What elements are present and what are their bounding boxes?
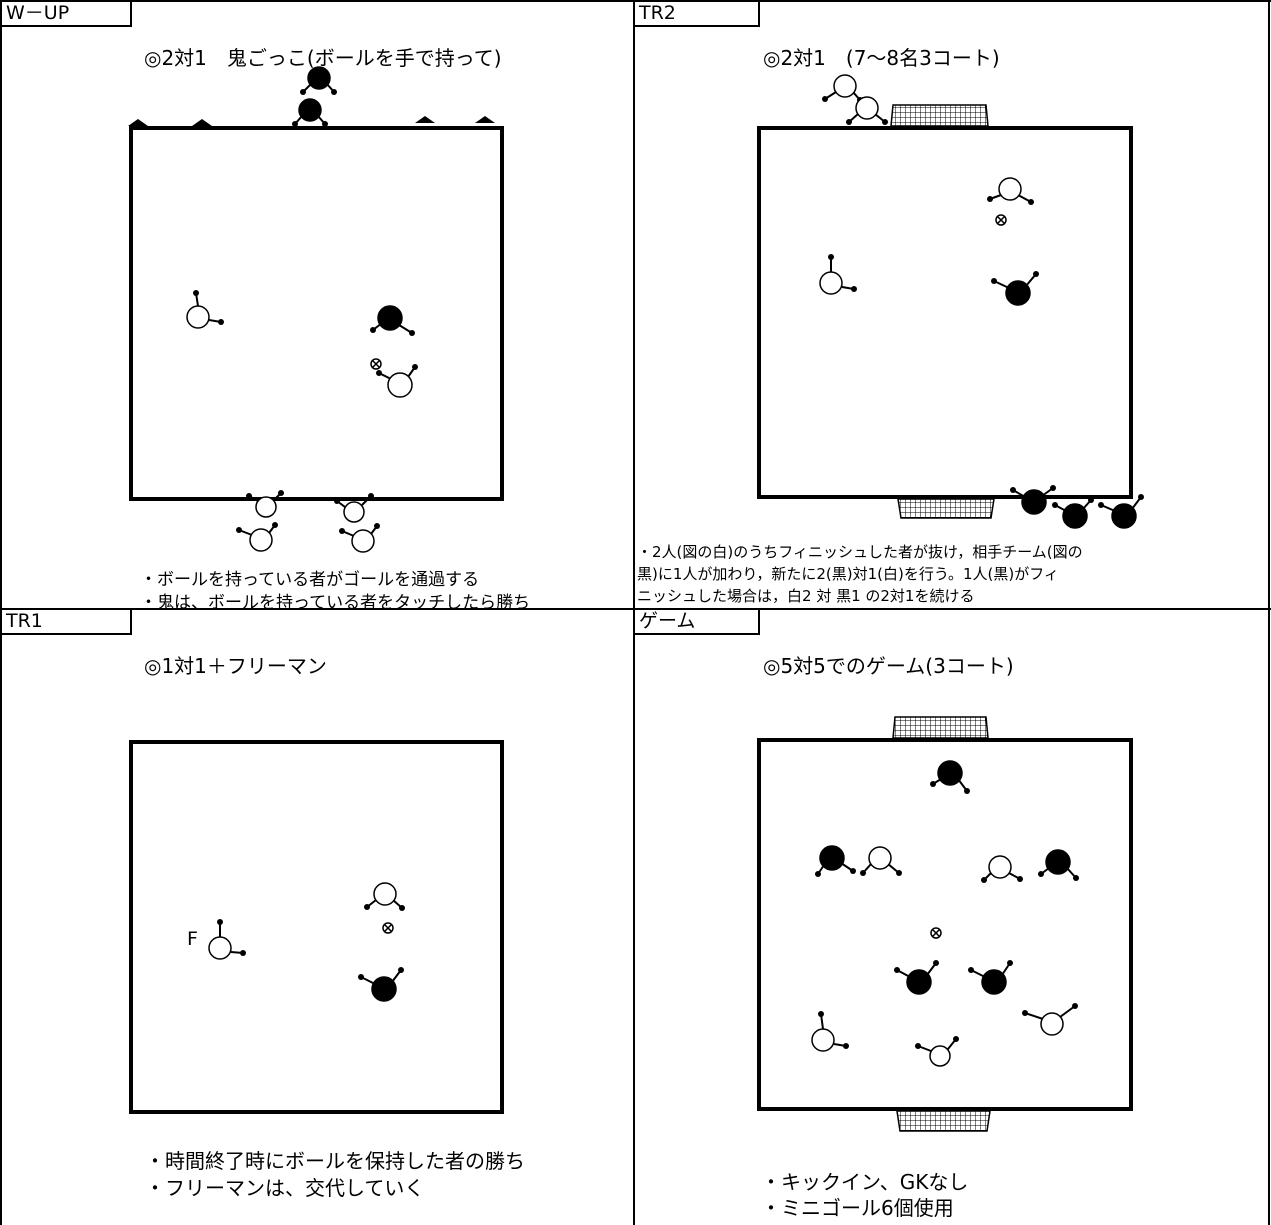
mini-goal-icon bbox=[890, 104, 989, 127]
player-black-icon bbox=[292, 98, 328, 127]
ball-icon bbox=[370, 358, 382, 370]
panel-note-tr2-3: ニッシュした場合は，白2 対 黒1 の2対1を続ける bbox=[637, 587, 975, 605]
player-white-icon bbox=[339, 523, 380, 553]
player-white-icon bbox=[915, 1036, 959, 1067]
player-white-icon bbox=[819, 254, 857, 295]
player-white-icon bbox=[1022, 1003, 1078, 1036]
player-black-icon bbox=[930, 760, 970, 794]
player-white-icon bbox=[236, 522, 278, 552]
player-black-icon bbox=[968, 960, 1013, 995]
panel-tab-wup: W－UP bbox=[2, 2, 132, 27]
panel-heading-tr2: ◎2対1 (7～8名3コート) bbox=[763, 46, 1000, 70]
player-white-icon bbox=[811, 1011, 849, 1052]
diagram-game bbox=[811, 716, 1079, 1132]
mini-goal-icon bbox=[897, 498, 995, 519]
outer-border-right bbox=[1268, 0, 1270, 1225]
mini-goal-icon bbox=[892, 716, 989, 739]
player-white-icon bbox=[822, 74, 863, 103]
player-white-icon bbox=[987, 177, 1034, 205]
player-white-icon bbox=[208, 919, 246, 960]
outer-border-left bbox=[0, 0, 2, 1225]
player-black-icon bbox=[894, 960, 939, 995]
panel-heading-wup: ◎2対1 鬼ごっこ(ボールを手で持って) bbox=[144, 46, 502, 70]
ball-icon bbox=[382, 922, 394, 934]
panel-game: ゲーム ◎5対5でのゲーム(3コート) ・キックイン、GKなし ・ミニゴール6個… bbox=[635, 610, 1268, 1225]
diagram-tr2 bbox=[819, 74, 1144, 529]
player-white-icon bbox=[860, 846, 902, 876]
player-black-icon bbox=[370, 305, 415, 336]
panel-note-wup-1: ・ボールを持っている者がゴールを通過する bbox=[140, 570, 480, 590]
panel-note-wup-2: ・鬼は、ボールを持っている者をタッチしたら勝ち bbox=[140, 593, 531, 613]
panel-wup: W－UP ◎2対1 鬼ごっこ(ボールを手で持って) ・ボールを持っている者がゴー… bbox=[2, 2, 633, 613]
player-black-icon bbox=[1010, 485, 1056, 515]
panel-note-tr2-2: 黒)に1人が加わり，新たに2(黒)対1(白)を行う。1人(黒)がフィ bbox=[637, 565, 1059, 583]
player-black-icon bbox=[1052, 497, 1094, 529]
horizontal-divider bbox=[0, 608, 1271, 610]
ball-icon bbox=[995, 214, 1007, 226]
panel-note-tr1-2: ・フリーマンは、交代していく bbox=[145, 1176, 425, 1200]
player-black-icon bbox=[358, 967, 404, 1002]
panel-note-game-2: ・ミニゴール6個使用 bbox=[761, 1196, 954, 1220]
pitch-tr1 bbox=[129, 740, 504, 1114]
panel-heading-tr1: ◎1対1＋フリーマン bbox=[144, 654, 327, 678]
panel-tab-tr1: TR1 bbox=[2, 610, 132, 635]
player-black-icon bbox=[1098, 494, 1144, 529]
freeman-label: F bbox=[187, 928, 198, 950]
player-black-icon bbox=[991, 271, 1039, 306]
player-black-icon bbox=[815, 845, 856, 877]
cone-icon bbox=[128, 119, 148, 126]
cone-icon bbox=[475, 116, 495, 123]
player-white-icon bbox=[846, 96, 888, 125]
player-black-icon bbox=[1038, 849, 1079, 881]
cone-icon bbox=[192, 119, 212, 126]
outer-border-top bbox=[0, 0, 1271, 2]
ball-icon bbox=[930, 927, 942, 939]
player-black-icon bbox=[300, 66, 337, 95]
panel-heading-game: ◎5対5でのゲーム(3コート) bbox=[763, 654, 1014, 678]
cone-icon bbox=[415, 116, 435, 123]
panel-note-tr1-1: ・時間終了時にボールを保持した者の勝ち bbox=[145, 1149, 525, 1173]
player-white-icon bbox=[186, 290, 224, 329]
panel-tab-game: ゲーム bbox=[635, 610, 760, 635]
panel-note-game-1: ・キックイン、GKなし bbox=[761, 1170, 969, 1194]
panel-tr1: TR1 ◎1対1＋フリーマン F ・時間終了時にボールを保持した者の勝ち ・フリ… bbox=[2, 610, 633, 1225]
panel-tab-tr2: TR2 bbox=[635, 2, 760, 27]
diagram-tr1 bbox=[208, 882, 405, 1002]
player-white-icon bbox=[246, 490, 284, 518]
player-white-icon bbox=[364, 882, 405, 911]
player-white-icon bbox=[981, 855, 1023, 883]
player-white-icon bbox=[334, 493, 374, 523]
mini-goal-icon bbox=[896, 1110, 991, 1132]
panel-tr2: TR2 ◎2対1 (7～8名3コート) ・2人(図の白)のうちフィニッシュした者… bbox=[635, 2, 1268, 608]
pitch-tr2 bbox=[757, 126, 1133, 499]
diagram-wup bbox=[128, 66, 495, 553]
player-white-icon bbox=[376, 364, 418, 398]
vertical-divider bbox=[633, 0, 635, 1225]
panel-note-tr2-1: ・2人(図の白)のうちフィニッシュした者が抜け，相手チーム(図の bbox=[637, 543, 1083, 561]
